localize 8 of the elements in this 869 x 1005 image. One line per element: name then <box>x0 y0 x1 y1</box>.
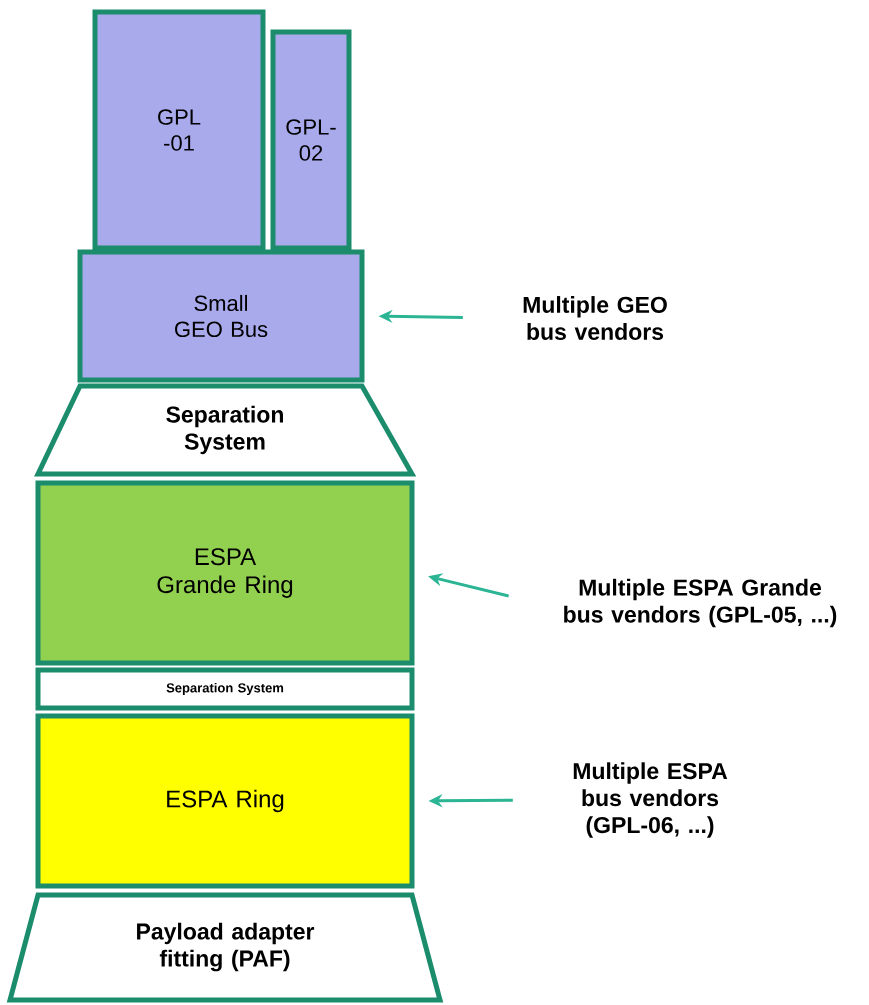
ring-box: ESPA Grande Ring <box>35 480 415 666</box>
payload-box: GPL -01 <box>92 9 266 251</box>
vendor-note: Multiple ESPA bus vendors (GPL-06, ...) <box>573 762 728 838</box>
vendor-note: Multiple ESPA Grande bus vendors (GPL-05, ...) <box>564 578 837 628</box>
separation-band: Separation System <box>35 667 415 711</box>
ring-box: ESPA Ring <box>35 713 415 889</box>
payload-box: GPL- 02 <box>270 29 352 251</box>
vendor-note: Multiple GEO bus vendors <box>523 296 667 340</box>
